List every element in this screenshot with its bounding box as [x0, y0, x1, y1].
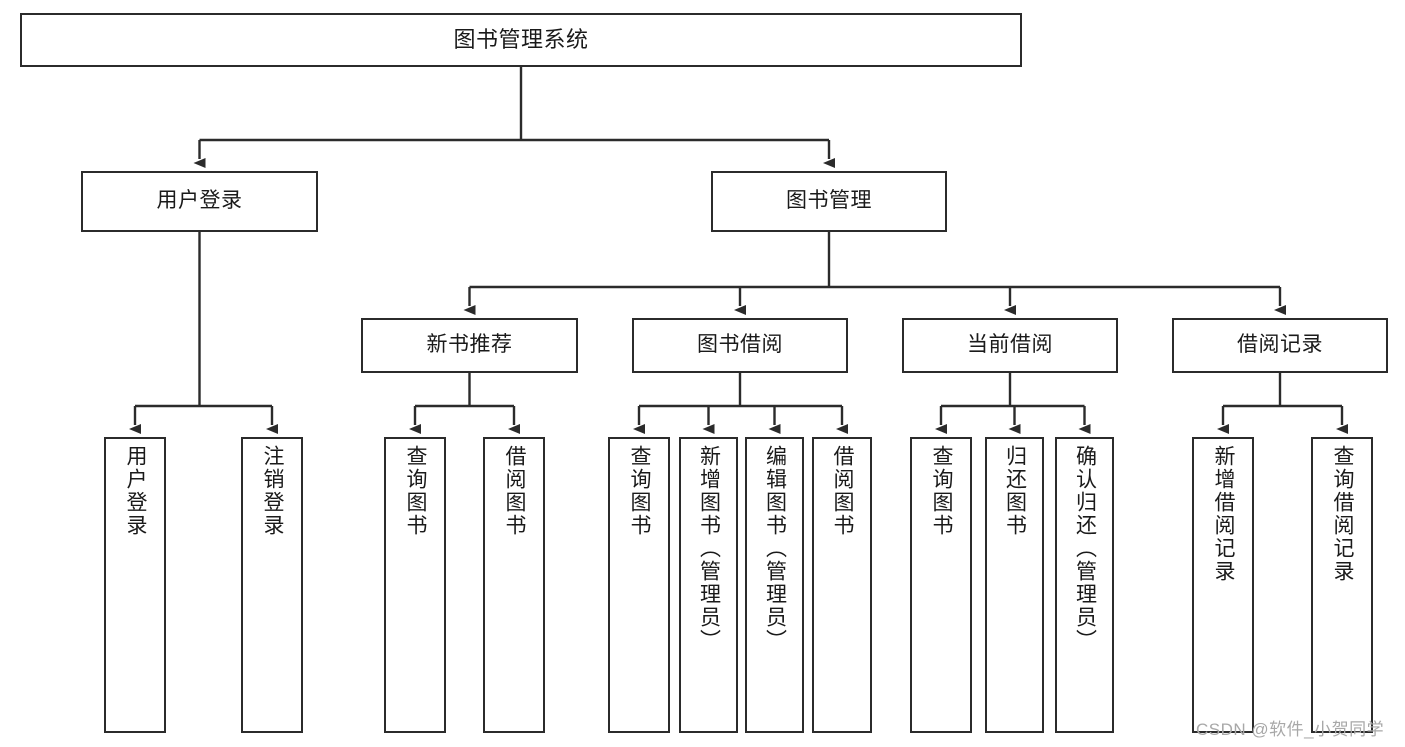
leaf-return-book[interactable]: 归还图书: [985, 437, 1044, 733]
leaf-logout[interactable]: 注销登录: [241, 437, 303, 733]
leaf-query-book-3[interactable]: 查询图书: [910, 437, 972, 733]
node-label: 借阅记录: [1237, 333, 1323, 357]
node-book-borrow[interactable]: 图书借阅: [632, 318, 848, 373]
node-label: 新增借阅记录: [1212, 445, 1236, 583]
node-current-borrow[interactable]: 当前借阅: [902, 318, 1118, 373]
leaf-confirm-return-admin[interactable]: 确认归还（管理员）: [1055, 437, 1114, 733]
node-label: 图书借阅: [697, 333, 783, 357]
node-book-manage[interactable]: 图书管理: [711, 171, 947, 232]
node-label: 图书管理系统: [453, 27, 589, 53]
node-root-system[interactable]: 图书管理系统: [20, 13, 1022, 67]
leaf-add-borrow-record[interactable]: 新增借阅记录: [1192, 437, 1254, 733]
node-label: 新增图书（管理员）: [697, 445, 721, 652]
node-label: 查询图书: [930, 445, 954, 537]
node-label: 归还图书: [1003, 445, 1027, 537]
node-label: 当前借阅: [967, 333, 1053, 357]
node-borrow-record[interactable]: 借阅记录: [1172, 318, 1388, 373]
node-label: 确认归还（管理员）: [1073, 445, 1097, 652]
leaf-query-borrow-record[interactable]: 查询借阅记录: [1311, 437, 1373, 733]
node-label: 查询借阅记录: [1331, 445, 1355, 583]
node-label: 用户登录: [124, 445, 148, 537]
node-label: 注销登录: [261, 445, 285, 537]
node-label: 查询图书: [404, 445, 428, 537]
watermark-text: CSDN @软件_小贺同学: [1196, 720, 1385, 739]
leaf-borrow-book-1[interactable]: 借阅图书: [483, 437, 545, 733]
node-label: 借阅图书: [831, 445, 855, 537]
node-label: 新书推荐: [426, 333, 513, 357]
leaf-add-book-admin[interactable]: 新增图书（管理员）: [679, 437, 738, 733]
node-label: 用户登录: [156, 189, 243, 213]
leaf-query-book-1[interactable]: 查询图书: [384, 437, 446, 733]
node-label: 借阅图书: [503, 445, 527, 537]
leaf-edit-book-admin[interactable]: 编辑图书（管理员）: [745, 437, 804, 733]
node-label: 编辑图书（管理员）: [763, 445, 787, 652]
leaf-query-book-2[interactable]: 查询图书: [608, 437, 670, 733]
node-label: 查询图书: [628, 445, 652, 537]
node-user-login[interactable]: 用户登录: [81, 171, 318, 232]
node-new-book-recommend[interactable]: 新书推荐: [361, 318, 578, 373]
leaf-user-login[interactable]: 用户登录: [104, 437, 166, 733]
node-label: 图书管理: [786, 189, 872, 213]
leaf-borrow-book-2[interactable]: 借阅图书: [812, 437, 872, 733]
